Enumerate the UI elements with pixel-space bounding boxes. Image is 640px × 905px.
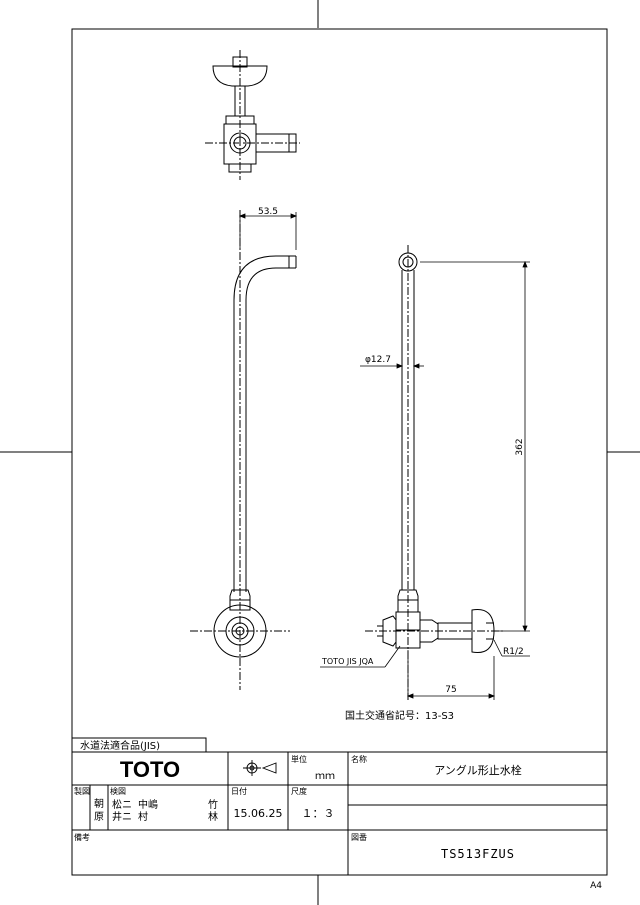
paper-size: A4 — [590, 881, 602, 891]
approve-name-2: 林 — [208, 810, 218, 823]
approve-name-1: 竹 — [208, 798, 218, 811]
dimension-width-value: 53.5 — [258, 207, 278, 217]
thread-label: R1/2 — [503, 647, 524, 657]
drawing-number: TS513FZUS — [441, 847, 515, 861]
title-block-grid — [71, 737, 607, 875]
side-view — [365, 245, 505, 700]
marking-label: TOTO JIS JQA — [321, 657, 374, 666]
check-name-4: 村 — [138, 810, 148, 823]
unit-label: 単位 — [291, 754, 307, 764]
made-name-2: 原 — [94, 811, 104, 823]
remarks-label: 備考 — [74, 832, 90, 842]
marking-leader — [320, 645, 401, 668]
product-name: アングル形止水栓 — [434, 763, 522, 777]
projection-symbol-icon — [243, 760, 277, 776]
dimension-outlet — [406, 650, 496, 700]
check-name-1: 松ニ — [112, 798, 132, 811]
scale-label: 尺度 — [291, 786, 307, 796]
standard-label: 水道法適合品(JIS) — [80, 739, 160, 752]
drawing-no-label: 図番 — [351, 832, 367, 842]
check-name-3: 中嶋 — [138, 798, 158, 811]
check-name-2: 井ニ — [112, 810, 132, 823]
made-label: 製図 — [74, 786, 90, 796]
made-name-1: 朝 — [94, 798, 104, 810]
dimension-width — [238, 212, 298, 250]
date-label: 日付 — [231, 786, 247, 796]
dimension-height-value: 362 — [515, 438, 525, 455]
dimension-outlet-value: 75 — [445, 685, 456, 695]
top-view — [205, 50, 300, 180]
company-logo: TOTO — [120, 757, 180, 782]
dimension-height — [420, 260, 530, 633]
check-label: 検図 — [110, 786, 126, 796]
drawing-border — [71, 28, 608, 876]
front-view — [190, 210, 297, 690]
mlit-code: 国土交通省記号：13-S3 — [345, 709, 454, 722]
dimension-diameter — [360, 363, 424, 369]
thread-leader — [493, 639, 530, 657]
unit-value: ｍｍ — [315, 771, 335, 782]
date-value: 15.06.25 — [234, 807, 283, 820]
name-label: 名称 — [351, 754, 367, 764]
dimension-diameter-value: φ12.7 — [365, 355, 391, 365]
scale-value: １：３ — [302, 807, 335, 820]
